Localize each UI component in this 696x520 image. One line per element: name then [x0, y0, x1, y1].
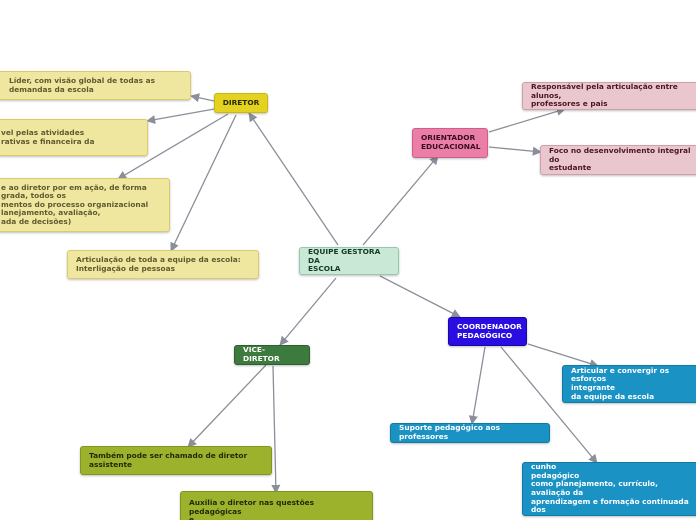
- subtopic-orientador-responsavel-label: Responsável pela articulação entre aluno…: [531, 82, 678, 109]
- connector-vice-tambem: [187, 364, 267, 448]
- topic-vice-diretor-label: VICE-DIRETOR: [243, 345, 280, 363]
- subtopic-orientador-foco[interactable]: Foco no desenvolvimento integral do estu…: [540, 145, 696, 175]
- subtopic-diretor-responsavel-label: vel pelas atividades rativas e financeir…: [1, 127, 95, 146]
- connector-coord-articular: [527, 343, 599, 368]
- connector-center-orientador: [362, 155, 439, 246]
- connector-coord-suporte: [468, 346, 486, 425]
- subtopic-vice-auxilia-label: Auxilia o diretor nas questões pedagógic…: [189, 498, 315, 520]
- topic-diretor-label: DIRETOR: [222, 97, 260, 107]
- connector-center-coordenador: [379, 275, 461, 318]
- subtopic-diretor-articulacao-label: Articulação de toda a equipe da escola: …: [76, 254, 241, 273]
- connector-center-vice: [279, 277, 337, 346]
- center-node-label: EQUIPE GESTORA DA ESCOLA: [308, 247, 381, 274]
- topic-diretor[interactable]: DIRETOR: [214, 93, 268, 113]
- connector-diretor-lider: [190, 93, 215, 103]
- connector-vice-auxilia: [271, 365, 281, 494]
- topic-coordenador-label: COORDENADOR PEDAGÓGICO: [457, 321, 522, 340]
- topic-orientador-educacional[interactable]: ORIENTADOR EDUCACIONAL: [412, 128, 488, 158]
- subtopic-diretor-articulacao[interactable]: Articulação de toda a equipe da escola: …: [67, 250, 259, 279]
- topic-orientador-label: ORIENTADOR EDUCACIONAL: [421, 133, 481, 151]
- subtopic-diretor-lider-label: Líder, com visão global de todas as dema…: [9, 75, 156, 94]
- connector-center-diretor: [248, 112, 339, 246]
- connector-diretor-articulacao: [170, 114, 237, 252]
- topic-coordenador-pedagogico[interactable]: COORDENADOR PEDAGÓGICO: [448, 317, 527, 346]
- subtopic-coord-articular[interactable]: Articular e convergir os esforços integr…: [562, 365, 696, 403]
- subtopic-coord-suporte[interactable]: Suporte pedagógico aos professores: [390, 423, 550, 443]
- connector-orientador-foco: [488, 146, 542, 156]
- connector-orientador-resp: [488, 107, 566, 133]
- connector-diretor-resp: [146, 107, 221, 125]
- subtopic-diretor-lider[interactable]: Líder, com visão global de todas as dema…: [0, 71, 191, 100]
- subtopic-diretor-acao[interactable]: e ao diretor por em ação, de forma grada…: [0, 178, 170, 232]
- subtopic-coord-articular-label: Articular e convergir os esforços integr…: [571, 365, 670, 401]
- subtopic-diretor-responsavel[interactable]: vel pelas atividades rativas e financeir…: [0, 119, 148, 156]
- subtopic-coord-responsavel[interactable]: Responsável pelas atividades de cunho pe…: [522, 462, 696, 516]
- subtopic-vice-tambem[interactable]: Também pode ser chamado de diretor assis…: [80, 446, 272, 475]
- subtopic-orientador-responsavel[interactable]: Responsável pela articulação entre aluno…: [522, 82, 696, 110]
- subtopic-coord-suporte-label: Suporte pedagógico aos professores: [399, 423, 500, 441]
- connector-coord-resp: [500, 346, 598, 464]
- subtopic-vice-auxilia[interactable]: Auxilia o diretor nas questões pedagógic…: [180, 491, 373, 520]
- topic-vice-diretor[interactable]: VICE-DIRETOR: [234, 345, 310, 365]
- connector-diretor-acao: [117, 113, 229, 180]
- center-node-equipe-gestora[interactable]: EQUIPE GESTORA DA ESCOLA: [299, 247, 399, 275]
- subtopic-vice-tambem-label: Também pode ser chamado de diretor assis…: [89, 450, 248, 469]
- subtopic-diretor-acao-label: e ao diretor por em ação, de forma grada…: [1, 182, 149, 226]
- subtopic-orientador-foco-label: Foco no desenvolvimento integral do estu…: [549, 146, 691, 173]
- subtopic-coord-responsavel-label: Responsável pelas atividades de cunho pe…: [531, 462, 689, 515]
